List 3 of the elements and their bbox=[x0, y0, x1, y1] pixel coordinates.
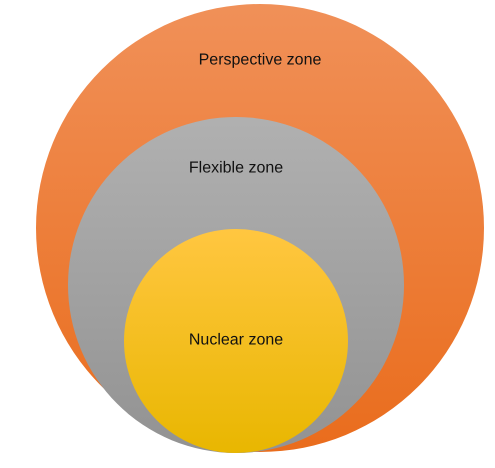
zone-label: Flexible zone bbox=[188, 158, 284, 178]
zone-label: Perspective zone bbox=[198, 50, 322, 70]
zone-label: Nuclear zone bbox=[188, 330, 284, 350]
